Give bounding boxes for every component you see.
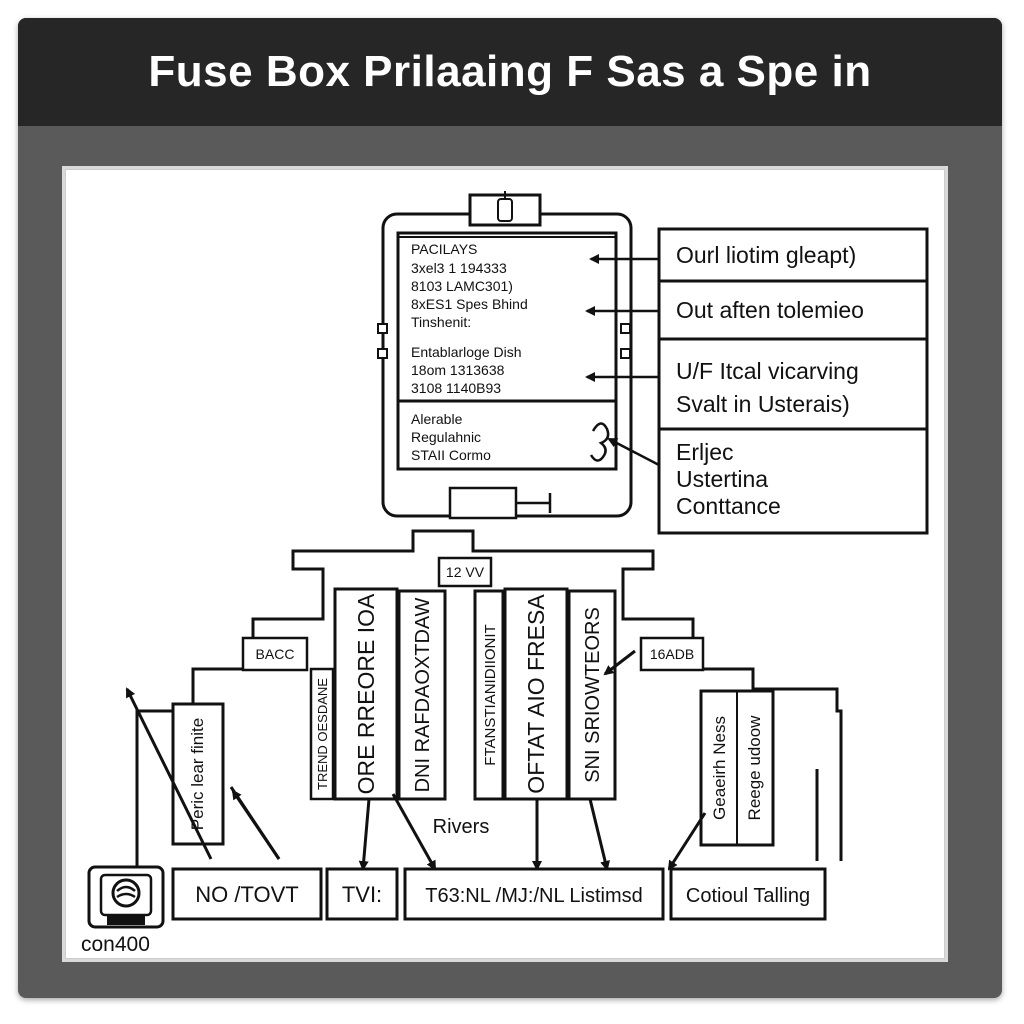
- title-bar: Fuse Box Prilaaing F Sas a Spe in: [18, 18, 1002, 126]
- callout-text: Svalt in Usterais): [676, 391, 850, 417]
- connector-arrow: [231, 789, 281, 860]
- fuse-block: [503, 587, 569, 801]
- board-center-label: Rivers: [433, 816, 490, 838]
- plug-icon: [497, 198, 513, 222]
- board-top-tag: [437, 556, 493, 588]
- panel-line: STAII Cormo: [411, 447, 491, 463]
- board-left-tag: [241, 636, 309, 672]
- panel-line: 8xES1 Spes Bhind: [411, 296, 528, 312]
- fuse-block: [333, 587, 399, 801]
- fuse-unit-connector: [448, 486, 518, 520]
- panel-line: Regulahnic: [411, 429, 481, 445]
- fuse-box-diagram: PACILAYS 3xel3 1 194333 8103 LAMC301) 8x…: [81, 191, 929, 956]
- panel-line: Alerable: [411, 411, 463, 427]
- fuse-block: [567, 589, 617, 801]
- bottom-label: TVI:: [342, 882, 382, 907]
- image-frame: Fuse Box Prilaaing F Sas a Spe in: [18, 18, 1002, 998]
- fuse-label: ORE RREORE IOA: [353, 593, 379, 794]
- connector-arrow: [603, 649, 636, 676]
- panel-line: 3xel3 1 194333: [411, 260, 507, 276]
- connector-arrow: [667, 812, 707, 871]
- callout-text: Ourl liotim gleapt): [676, 242, 856, 268]
- connector-arrow: [588, 798, 610, 871]
- fuse-board: 12 VV BACC 16ADB TREND OESDANE ORE RREOR…: [125, 529, 843, 871]
- bottom-label: Cotioul Talling: [686, 885, 810, 907]
- connector-arrow: [391, 793, 437, 871]
- panel-line: 3108 1140B93: [411, 380, 501, 396]
- fuse-label: TREND OESDANE: [315, 678, 330, 790]
- connector-arrow: [125, 687, 213, 860]
- fuse-block: [171, 702, 225, 846]
- bottom-label-box: [171, 867, 323, 921]
- bottom-label: T63:NL /MJ:/NL Listimsd: [425, 885, 642, 907]
- page-title: Fuse Box Prilaaing F Sas a Spe in: [148, 47, 872, 96]
- fuse-block: [397, 589, 447, 801]
- fuse-label: FTANSTIANIDIIONIT: [482, 624, 499, 765]
- callouts: Ourl liotim gleapt) Out aften tolemieo U…: [585, 227, 929, 535]
- panel-line: Tinshenit:: [411, 314, 471, 330]
- bottom-label-box: [325, 867, 399, 921]
- logo-caption: con400: [81, 933, 150, 956]
- bottom-labels: NO /TOVT TVI: T63:NL /MJ:/NL Listimsd Co…: [171, 867, 827, 921]
- fuse-label: Geaeirh Ness: [710, 716, 729, 820]
- fuse-label: DNI RAFDAOXTDAW: [412, 597, 434, 792]
- callout-text: Ustertina: [676, 466, 768, 492]
- callout-arrow: [607, 437, 660, 467]
- panel-line: PACILAYS: [411, 241, 477, 257]
- hook-icon: [589, 422, 610, 462]
- board-right-label: 16ADB: [650, 646, 694, 662]
- callout-text: Conttance: [676, 493, 781, 519]
- board-left-label: BACC: [256, 646, 295, 662]
- board-top-label: 12 VV: [446, 564, 485, 580]
- fuse-block: [473, 589, 505, 801]
- board-right-tag: [639, 636, 705, 672]
- fuse-label: Reege udoow: [745, 715, 764, 821]
- panel-line: 18om 1313638: [411, 362, 505, 378]
- bottom-label-box: [669, 867, 827, 921]
- fuse-unit: PACILAYS 3xel3 1 194333 8103 LAMC301) 8x…: [377, 191, 633, 520]
- fuse-unit-screen: [396, 231, 618, 471]
- fuse-label: OFTAT AIO FRESA: [523, 594, 549, 794]
- diagram-panel: PACILAYS 3xel3 1 194333 8103 LAMC301) 8x…: [62, 166, 948, 962]
- panel-line: 8103 LAMC301): [411, 278, 513, 294]
- bottom-label: NO /TOVT: [195, 882, 299, 907]
- fuse-block: [309, 667, 335, 801]
- callout-text: Out aften tolemieo: [676, 297, 864, 323]
- connector-arrow: [358, 798, 371, 871]
- bottom-label-box: [403, 867, 665, 921]
- callout-text: Erljec: [676, 439, 734, 465]
- panel-line: Entablarloge Dish: [411, 344, 522, 360]
- callout-text: U/F Itcal vicarving: [676, 358, 859, 384]
- fuse-label: Peric lear finite: [188, 718, 207, 830]
- callout-box: [657, 427, 929, 535]
- brand-logo: con400: [81, 865, 165, 956]
- fuse-label: SNI SRIOWTEORS: [582, 607, 604, 783]
